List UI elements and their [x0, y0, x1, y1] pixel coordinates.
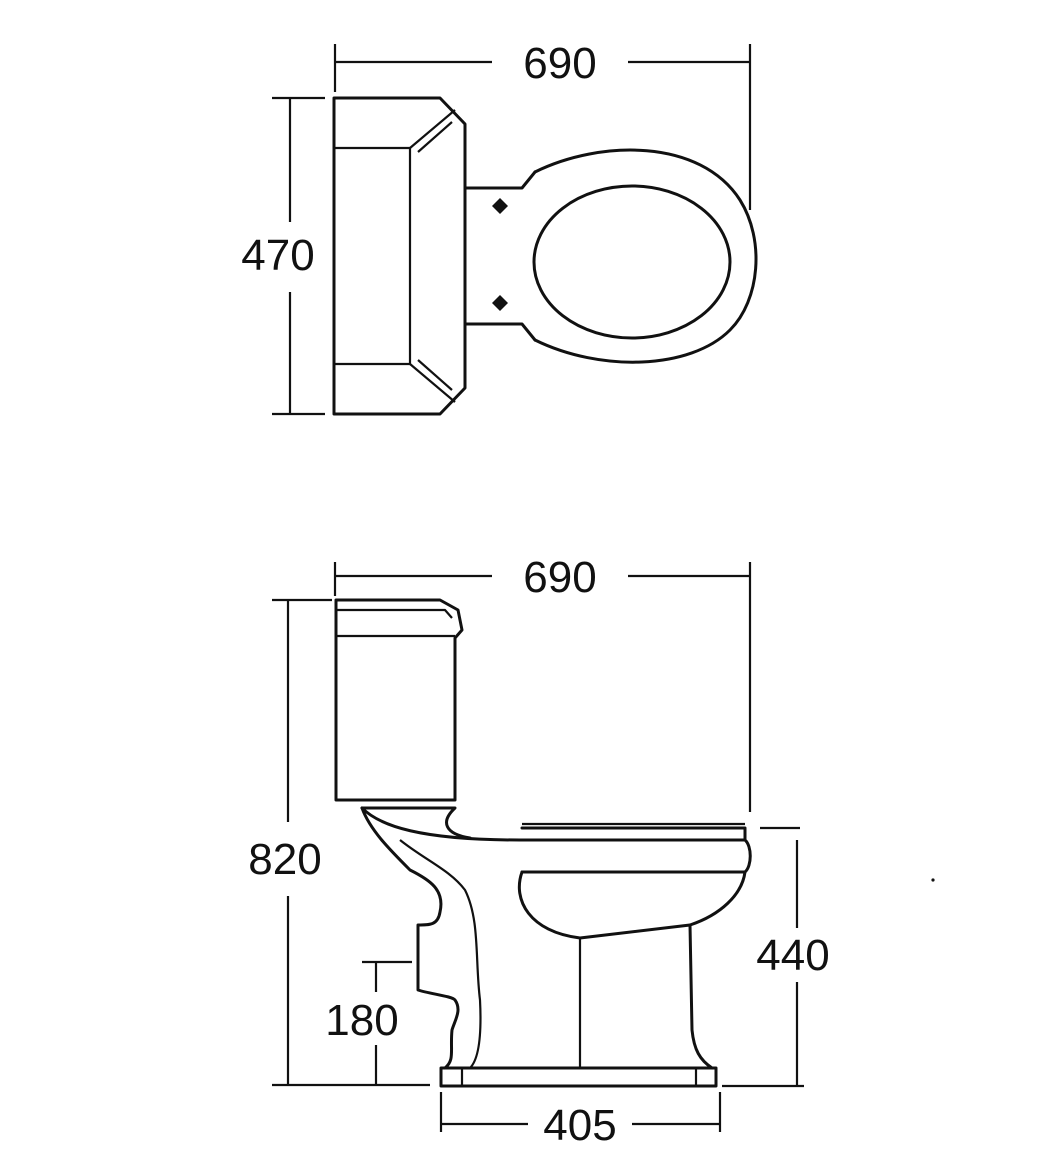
bowl-neck-top: [463, 170, 537, 342]
fixing-bolt-icon-upper: [492, 198, 508, 214]
top-depth-label: 470: [241, 231, 314, 280]
overall-height-label: 820: [248, 835, 321, 884]
bowl-side-outline: [360, 806, 752, 1088]
outlet-height-label: 180: [325, 996, 398, 1045]
cistern-side-outline: [334, 598, 464, 802]
base-width-label: 405: [543, 1101, 616, 1150]
overall-height-dimension: 820: [248, 598, 430, 1087]
side-width-label: 690: [523, 553, 596, 602]
top-width-label: 690: [523, 39, 596, 88]
side-width-dimension: 690: [333, 553, 752, 812]
seat-height-label: 440: [756, 931, 829, 980]
top-width-dimension: 690: [333, 39, 752, 210]
base-width-dimension: 405: [439, 1092, 722, 1150]
top-depth-dimension: 470: [241, 96, 325, 416]
bowl-seat-top-outline: [532, 148, 758, 364]
cistern-top-outline: [332, 96, 467, 416]
side-view: 690 820 180 440: [248, 553, 829, 1150]
top-view: 690 470: [241, 39, 758, 416]
outlet-height-dimension: 180: [325, 960, 412, 1085]
fixing-bolt-icon-lower: [492, 295, 508, 311]
seat-height-dimension: 440: [722, 826, 830, 1088]
speck-dot: [931, 878, 935, 882]
